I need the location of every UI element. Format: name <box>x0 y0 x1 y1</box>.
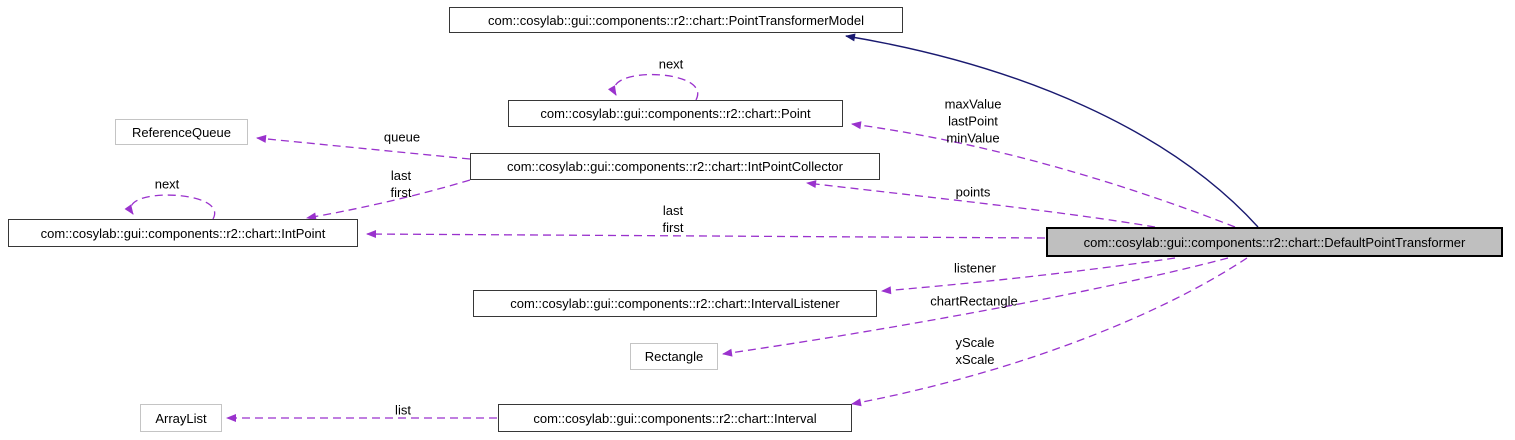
node-int-point[interactable]: com::cosylab::gui::components::r2::chart… <box>8 219 358 247</box>
edge-transformer-point <box>851 121 1236 228</box>
edge-label-next-intpoint: next <box>155 176 180 193</box>
edge-label-last-first-collector: last first <box>391 167 412 201</box>
edge-label-line: lastPoint <box>948 113 998 129</box>
edge-label-line: first <box>390 185 412 200</box>
edge-label-listener: listener <box>954 260 996 277</box>
edge-collector-intpoint <box>306 179 471 221</box>
edge-point-self-next <box>608 73 699 101</box>
edge-label-line: next <box>658 56 684 72</box>
node-int-point-collector[interactable]: com::cosylab::gui::components::r2::chart… <box>470 153 880 180</box>
edge-label-line: next <box>154 176 180 192</box>
edge-label-line: queue <box>383 129 421 145</box>
edge-label-maxvalue-lastpoint-minvalue: maxValue lastPoint minValue <box>945 96 1002 147</box>
edge-label-line: yScale <box>955 335 995 350</box>
edge-label-next-point: next <box>659 56 684 73</box>
edge-queue <box>256 134 471 160</box>
edge-label-line: last <box>662 203 684 218</box>
edge-label-yscale-xscale: yScale xScale <box>955 334 994 368</box>
node-interval-listener[interactable]: com::cosylab::gui::components::r2::chart… <box>473 290 877 317</box>
edge-label-list: list <box>395 402 411 419</box>
edge-label-line: list <box>395 402 411 418</box>
node-interval[interactable]: com::cosylab::gui::components::r2::chart… <box>498 404 852 432</box>
edge-label-points: points <box>956 184 991 201</box>
node-rectangle: Rectangle <box>630 343 718 370</box>
edge-transformer-interval <box>851 257 1248 407</box>
node-array-list: ArrayList <box>140 404 222 432</box>
edge-transformer-listener <box>881 257 1176 295</box>
edge-label-line: chartRectangle <box>930 293 1018 309</box>
edge-transformer-rectangle <box>722 257 1229 357</box>
edge-label-line: maxValue <box>944 96 1002 112</box>
node-default-point-transformer: com::cosylab::gui::components::r2::chart… <box>1046 227 1503 257</box>
edge-label-line: first <box>662 220 684 235</box>
node-point[interactable]: com::cosylab::gui::components::r2::chart… <box>508 100 843 127</box>
edge-inheritance <box>845 33 1259 228</box>
edge-transformer-intpoint <box>366 230 1046 239</box>
edge-label-chart-rectangle: chartRectangle <box>930 293 1017 310</box>
edge-label-line: minValue <box>946 130 1000 146</box>
node-reference-queue: ReferenceQueue <box>115 119 248 145</box>
node-point-transformer-model[interactable]: com::cosylab::gui::components::r2::chart… <box>449 7 903 33</box>
edge-label-line: last <box>390 168 412 183</box>
edge-transformer-collector <box>806 180 1156 228</box>
edge-label-line: listener <box>954 260 996 276</box>
edge-label-queue: queue <box>384 129 420 146</box>
edge-intpoint-self-next <box>124 194 216 220</box>
edge-label-line: xScale <box>955 352 995 367</box>
edge-label-line: points <box>955 184 991 200</box>
edge-label-last-first-transformer: last first <box>663 202 684 236</box>
